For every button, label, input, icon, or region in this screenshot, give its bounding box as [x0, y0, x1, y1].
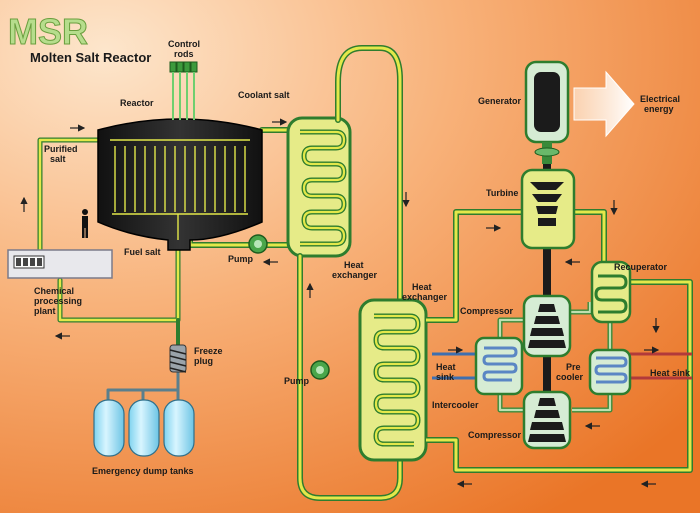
label-chemical-plant: processing [34, 296, 82, 306]
label-electrical-energy: Electrical [640, 94, 680, 104]
label-heat-exchanger: exchanger [332, 270, 378, 280]
label-chemical-plant: Chemical [34, 286, 74, 296]
title-block: MSR Molten Salt Reactor [8, 11, 152, 66]
label-control-rods: Control [168, 39, 200, 49]
pump-icon [310, 360, 330, 380]
reactor-vessel [97, 118, 263, 251]
labels: Control rods Reactor Coolant salt Purifi… [34, 39, 691, 476]
label-recuperator: Recuperator [614, 262, 668, 272]
pump-icon [248, 234, 268, 254]
label-compressor: Compressor [468, 430, 522, 440]
label-heat-exchanger: Heat [412, 282, 432, 292]
freeze-plug-icon [169, 344, 187, 373]
secondary-loop [297, 45, 403, 501]
label-heat-sink: Heat sink [650, 368, 691, 378]
control-rod-icon [169, 61, 198, 120]
turbine [520, 168, 576, 250]
label-pump: Pump [284, 376, 310, 386]
person-icon [82, 209, 88, 238]
label-freeze-plug: Freeze [194, 346, 223, 356]
label-fuel-salt: Fuel salt [124, 247, 161, 257]
emergency-dump-tanks [93, 399, 195, 457]
label-heat-exchanger: exchanger [402, 292, 448, 302]
label-freeze-plug: plug [194, 356, 213, 366]
label-generator: Generator [478, 96, 522, 106]
label-pre-cooler: Pre [566, 362, 581, 372]
label-reactor: Reactor [120, 98, 154, 108]
intercooler [474, 336, 524, 396]
label-pump: Pump [228, 254, 254, 264]
label-control-rods: rods [174, 49, 194, 59]
arrow-icon [20, 118, 660, 488]
label-heat-sink: sink [436, 372, 455, 382]
compressor-bottom [522, 390, 572, 450]
label-purified-salt: Purified [44, 144, 78, 154]
label-turbine: Turbine [486, 188, 518, 198]
label-intercooler: Intercooler [432, 400, 479, 410]
heat-exchanger-secondary [358, 298, 428, 462]
electrical-energy-arrow [573, 70, 635, 138]
title-acronym: MSR [8, 11, 88, 52]
compressor-top [522, 294, 572, 358]
title-subtitle: Molten Salt Reactor [30, 50, 151, 65]
label-purified-salt: salt [50, 154, 66, 164]
label-pre-cooler: cooler [556, 372, 584, 382]
chemical-processing-plant [7, 249, 113, 279]
label-compressor: Compressor [460, 306, 514, 316]
pre-cooler [588, 348, 632, 396]
gas-loop [426, 209, 693, 473]
label-coolant-salt: Coolant salt [238, 90, 290, 100]
recuperator [590, 260, 632, 324]
label-emergency-dump-tanks: Emergency dump tanks [92, 466, 194, 476]
turbine-shaft [543, 164, 551, 424]
label-heat-sink: Heat [436, 362, 456, 372]
generator [524, 60, 570, 164]
label-electrical-energy: energy [644, 104, 674, 114]
label-heat-exchanger: Heat [344, 260, 364, 270]
heat-exchanger-primary [286, 116, 352, 258]
label-chemical-plant: plant [34, 306, 56, 316]
